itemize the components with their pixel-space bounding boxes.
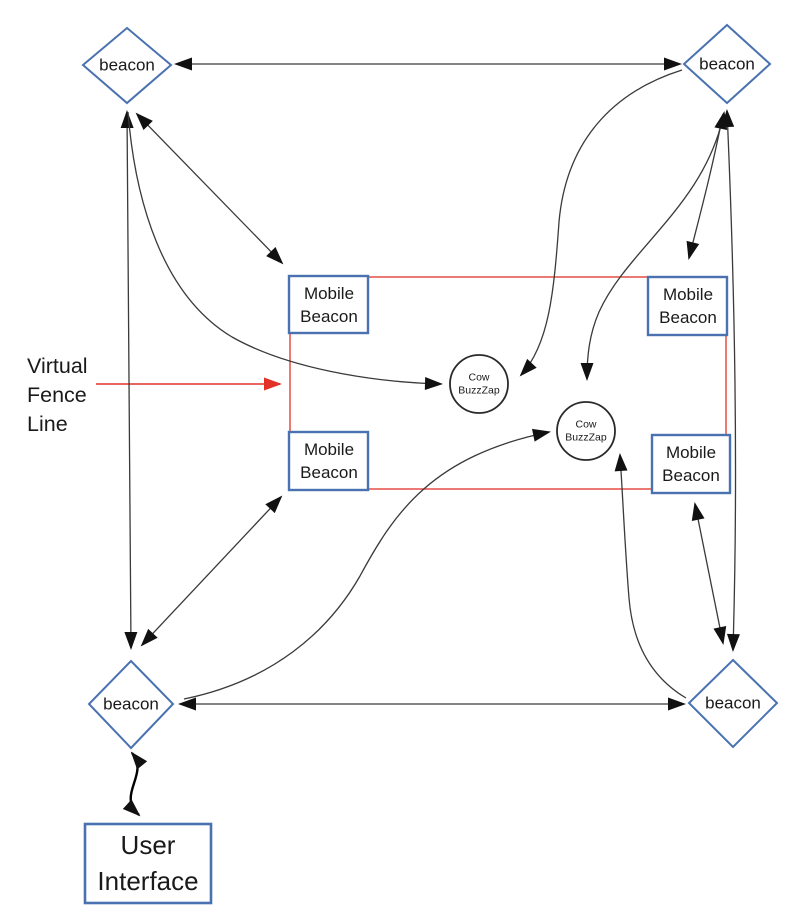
edge-beacon-tr-cow-right bbox=[580, 111, 728, 381]
mobile-beacon-label-line1: Mobile bbox=[303, 440, 355, 459]
beacon-top-right-shape bbox=[682, 23, 772, 105]
mobile-beacon-label-line1: Mobile bbox=[303, 284, 355, 303]
user-interface-label-line1: User bbox=[120, 830, 176, 860]
cow-buzzzap-right-label: Cow BuzzZap bbox=[565, 419, 606, 444]
user-interface-label: User Interface bbox=[97, 827, 198, 899]
edge-left-beacons bbox=[120, 110, 138, 650]
mobile-beacon-top-right-label: Mobile Beacon bbox=[659, 283, 717, 329]
mobile-beacon-top-left-shape bbox=[287, 274, 370, 335]
edge-beacon-br-cow-right bbox=[614, 453, 687, 699]
virtual-fence-annotation-line3: Line bbox=[27, 412, 68, 436]
cow-buzzzap-right-shape bbox=[556, 401, 616, 461]
mobile-beacon-top-left-label: Mobile Beacon bbox=[300, 282, 358, 328]
cow-label-line1: Cow bbox=[575, 418, 597, 431]
virtual-fence-annotation-line1: Virtual bbox=[27, 354, 88, 378]
edge-beacon-bl-user-interface bbox=[122, 751, 148, 817]
edge-beacon-bl-mobile bbox=[140, 495, 283, 647]
beacon-top-left-shape bbox=[81, 26, 173, 105]
mobile-beacon-top-right-shape bbox=[646, 275, 729, 337]
edge-right-beacons bbox=[721, 109, 740, 652]
beacon-bottom-left-label: beacon bbox=[103, 694, 159, 714]
beacon-top-left-label: beacon bbox=[99, 55, 155, 75]
cow-label-line2: BuzzZap bbox=[565, 431, 607, 443]
user-interface-label-line2: Interface bbox=[97, 866, 199, 896]
mobile-beacon-bottom-right-shape bbox=[650, 433, 732, 495]
edge-beacon-tl-cow-left bbox=[127, 111, 443, 391]
edge-beacon-tr-cow-left bbox=[519, 69, 683, 377]
cow-label-line1: Cow bbox=[468, 371, 490, 384]
cow-buzzzap-left-shape bbox=[449, 354, 509, 414]
edge-beacon-tl-mobile bbox=[135, 112, 284, 265]
beacon-bottom-right-label: beacon bbox=[705, 693, 761, 713]
mobile-beacon-bottom-left-shape bbox=[287, 430, 370, 492]
user-interface-shape bbox=[83, 822, 213, 905]
virtual-fence-line-annotation: Virtual Fence Line bbox=[27, 352, 88, 439]
mobile-beacon-label-line2: Beacon bbox=[300, 463, 358, 482]
mobile-beacon-label-line2: Beacon bbox=[662, 466, 720, 485]
mobile-beacon-label-line1: Mobile bbox=[665, 443, 717, 462]
mobile-beacon-label-line1: Mobile bbox=[662, 285, 714, 304]
cow-label-line2: BuzzZap bbox=[458, 384, 500, 396]
beacon-bottom-right-shape bbox=[687, 658, 779, 749]
cow-buzzzap-left-label: Cow BuzzZap bbox=[458, 372, 499, 397]
edge-beacon-br-mobile bbox=[691, 502, 727, 645]
mobile-beacon-label-line2: Beacon bbox=[300, 307, 358, 326]
mobile-beacon-label-line2: Beacon bbox=[659, 308, 717, 327]
virtual-fence-annotation-line2: Fence bbox=[27, 383, 87, 407]
mobile-beacon-bottom-left-label: Mobile Beacon bbox=[300, 438, 358, 484]
edge-beacon-bl-cow-right bbox=[183, 428, 551, 700]
beacon-top-right-label: beacon bbox=[699, 54, 755, 74]
mobile-beacon-bottom-right-label: Mobile Beacon bbox=[662, 441, 720, 487]
beacon-bottom-left-shape bbox=[87, 659, 175, 750]
